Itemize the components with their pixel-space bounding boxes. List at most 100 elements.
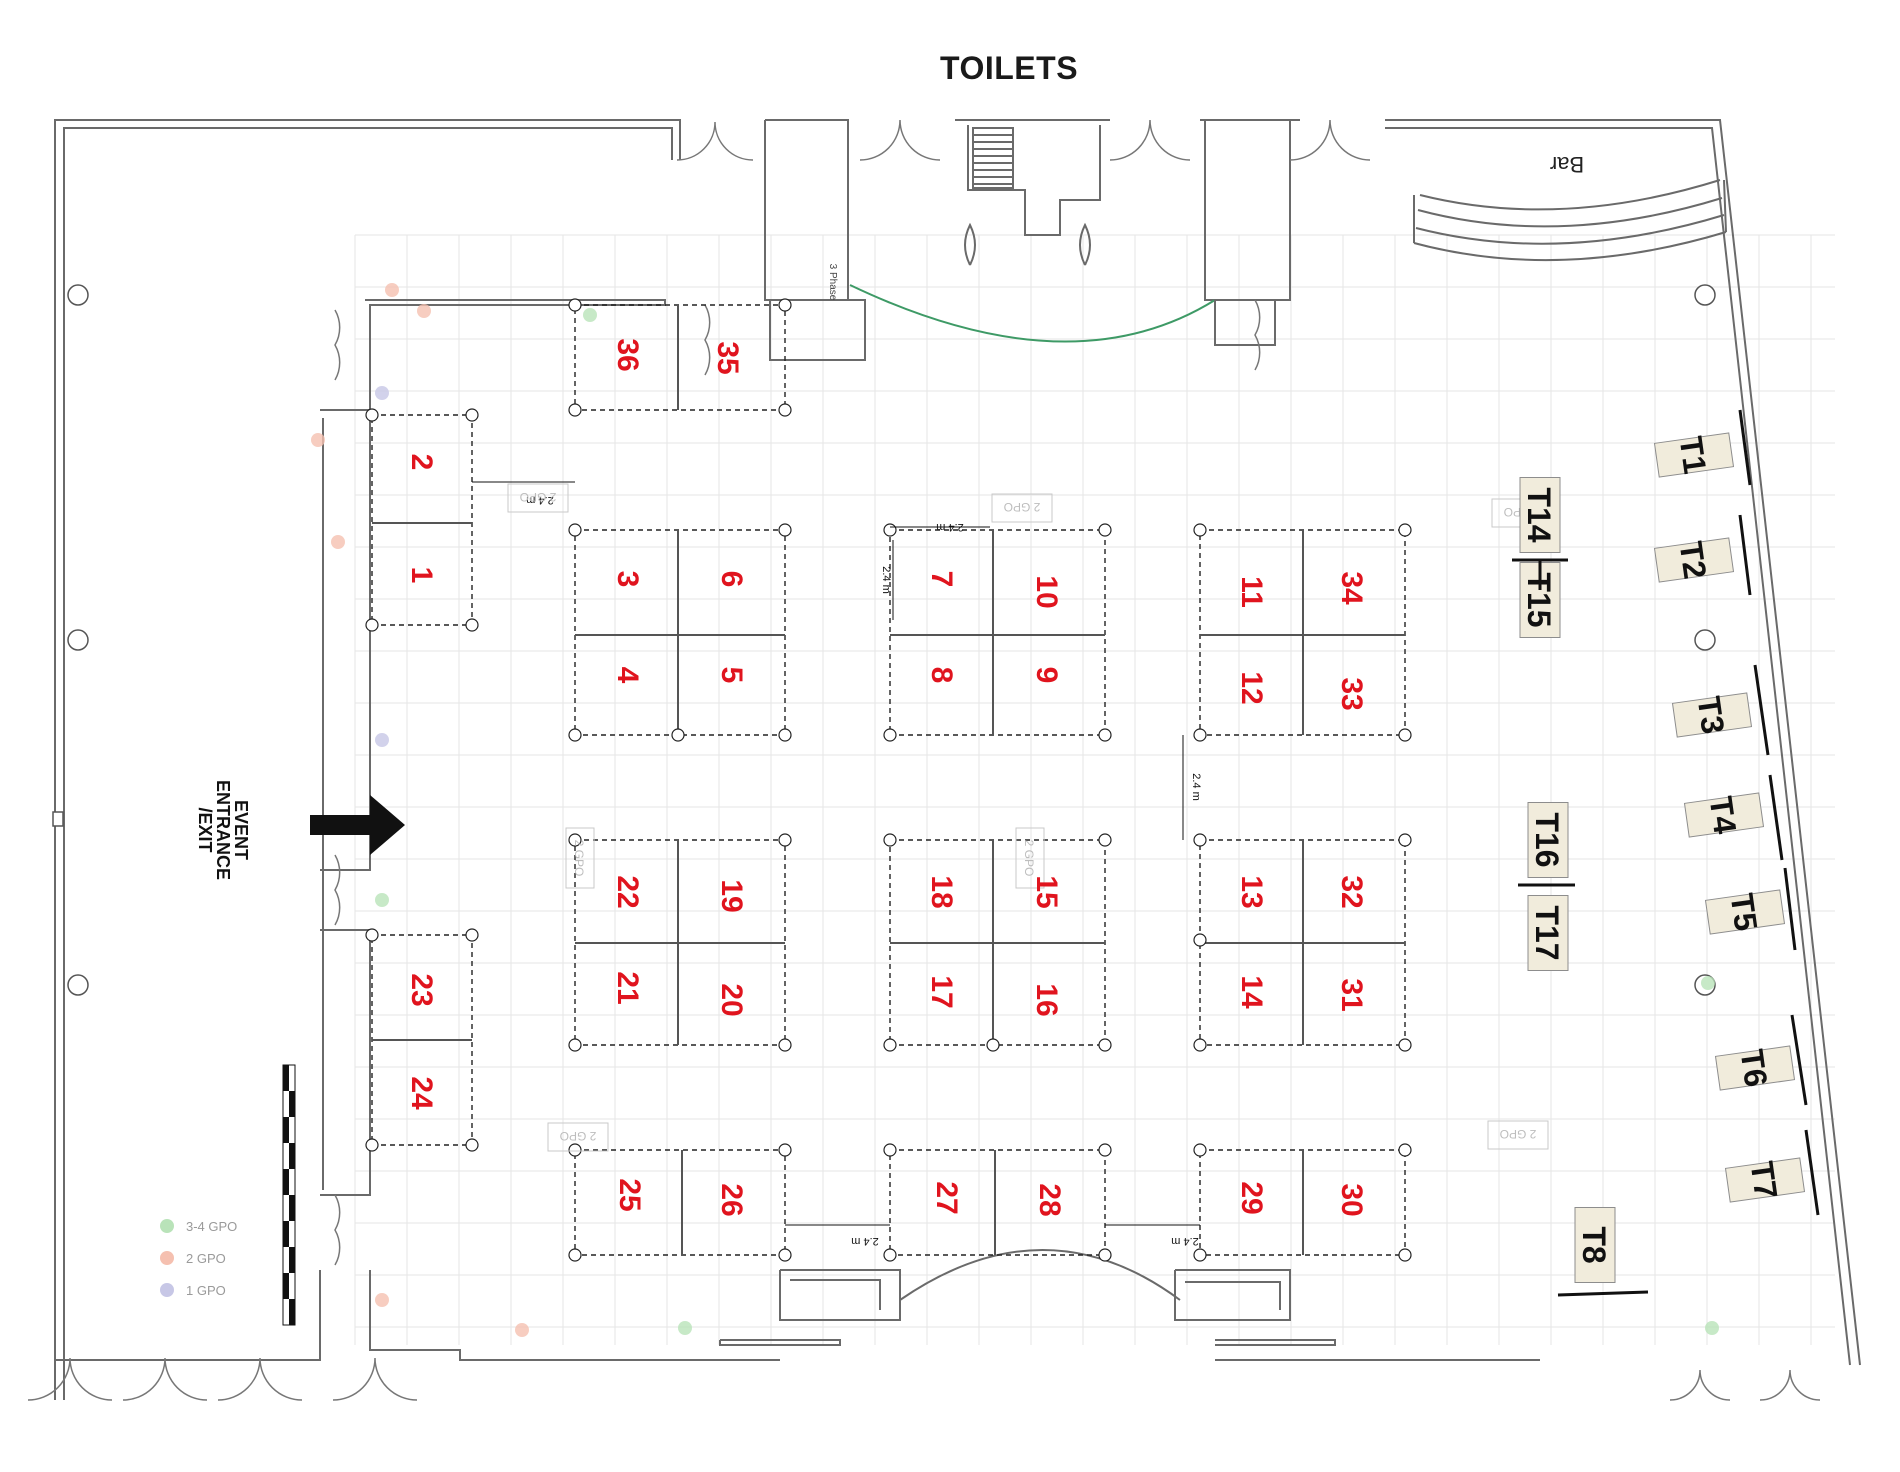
step: [719, 1339, 841, 1346]
cluster-pillar: [883, 728, 897, 742]
cluster-pillar: [365, 618, 379, 632]
cluster-outline: [574, 529, 786, 736]
booth-31: 31: [1335, 978, 1368, 1011]
door-arc: [1669, 1369, 1731, 1401]
booth-16: 16: [1030, 983, 1063, 1016]
cluster-outline: [371, 414, 473, 626]
booth-cluster: [1193, 833, 1412, 1052]
gpo-dot: [331, 535, 345, 549]
cluster-pillar: [1098, 1143, 1112, 1157]
gpo-dot: [583, 308, 597, 322]
cluster-pillar: [1193, 833, 1207, 847]
table-t2: T2: [1653, 537, 1735, 583]
doors: [27, 119, 1821, 1401]
table-t14: T14: [1519, 477, 1561, 553]
gpo-tag: 2 GPO: [565, 827, 595, 889]
table-top: [1653, 537, 1735, 583]
table-top: [1683, 792, 1765, 838]
cluster-outline: [889, 529, 1106, 736]
scale-segment: [289, 1299, 295, 1325]
table-label: T2: [1673, 539, 1714, 581]
table-top: [1724, 1157, 1806, 1203]
booth-clusters: [365, 298, 1412, 1262]
dimension-text: 2.4 m: [936, 521, 964, 533]
outer-wall: [1385, 119, 1861, 1366]
wall-pillar: [67, 284, 89, 306]
table-label: T14: [1521, 487, 1557, 542]
booth-17: 17: [925, 975, 958, 1008]
gpo-tag-text: 2 GPO: [560, 1129, 597, 1143]
step: [1215, 1339, 1336, 1346]
cluster-outline: [889, 1149, 1106, 1256]
booth-12: 12: [1235, 671, 1268, 704]
wall: [369, 1270, 780, 1361]
table-top: [1527, 802, 1569, 878]
gpo-dot: [1705, 1321, 1719, 1335]
booth-4: 4: [611, 667, 644, 684]
cluster-pillar: [1193, 1248, 1207, 1262]
cluster-pillar: [1398, 1038, 1412, 1052]
table-top: [1704, 889, 1786, 935]
display-wall: [1804, 1129, 1820, 1216]
booth-22: 22: [611, 875, 644, 908]
table-label: T8: [1576, 1226, 1612, 1263]
cluster-pillar: [465, 408, 479, 422]
gpo-dot: [1701, 976, 1715, 990]
booth-20: 20: [715, 983, 748, 1016]
cluster-pillar: [778, 728, 792, 742]
booth-14: 14: [1235, 975, 1268, 1009]
bar-label: Bar: [1550, 152, 1584, 177]
scale-segment: [289, 1195, 295, 1221]
cluster-pillar: [1193, 728, 1207, 742]
table-label: T3: [1691, 694, 1732, 736]
table-top: [1714, 1045, 1796, 1091]
column-wall: [320, 409, 371, 871]
table-t4: T4: [1683, 792, 1765, 838]
table-label: T17: [1529, 905, 1565, 960]
gpo-tag: 2 GPO: [1015, 827, 1045, 889]
scale-segment: [283, 1273, 289, 1299]
cluster-pillar: [778, 403, 792, 417]
cluster-pillar: [365, 1138, 379, 1152]
gpo-dot: [375, 733, 389, 747]
dimension-text: 2.4 m: [1171, 1235, 1199, 1247]
display-wall: [1790, 1014, 1808, 1106]
dimension-text: 2.4 m: [851, 1235, 879, 1247]
gpo-tag-box: [507, 483, 569, 513]
cluster-pillar: [1193, 933, 1207, 947]
cluster-pillar: [883, 1143, 897, 1157]
dimension-text: 2.4 m: [880, 566, 892, 594]
door-arc: [1759, 1369, 1821, 1401]
booth-cluster: [883, 833, 1112, 1052]
cluster-pillar: [1398, 1248, 1412, 1262]
table-label: T16: [1529, 812, 1565, 867]
booth-26: 26: [715, 1183, 748, 1216]
booth-29: 29: [1235, 1181, 1268, 1214]
table-t7: T7: [1724, 1157, 1806, 1203]
cluster-pillar: [568, 1248, 582, 1262]
display-wall: [1768, 774, 1784, 861]
stage-step: [779, 1269, 901, 1321]
stage-arch: [899, 1249, 1181, 1301]
cluster-pillar: [1193, 1038, 1207, 1052]
scale-segment: [289, 1247, 295, 1273]
cluster-pillar: [1098, 1248, 1112, 1262]
gpo-legend: 3-4 GPO 2 GPO 1 GPO: [160, 1210, 237, 1306]
booth-32: 32: [1335, 875, 1368, 908]
bar-counter: [1413, 179, 1727, 262]
gpo-tag-text: 2 GPO: [1022, 840, 1036, 877]
scale-segment: [283, 1221, 289, 1247]
door-arc: [334, 1194, 341, 1266]
wall: [1204, 120, 1291, 301]
gpo-dot: [385, 283, 399, 297]
cluster-pillar: [465, 1138, 479, 1152]
dimension: 2.4 m: [785, 1224, 890, 1247]
door-arc: [704, 304, 711, 376]
gpo-tag-box: [547, 1122, 609, 1152]
column-wall: [320, 929, 371, 1196]
booth-2: 2: [405, 454, 438, 471]
scale-segment: [283, 1169, 289, 1195]
table-label: T1: [1673, 434, 1714, 476]
